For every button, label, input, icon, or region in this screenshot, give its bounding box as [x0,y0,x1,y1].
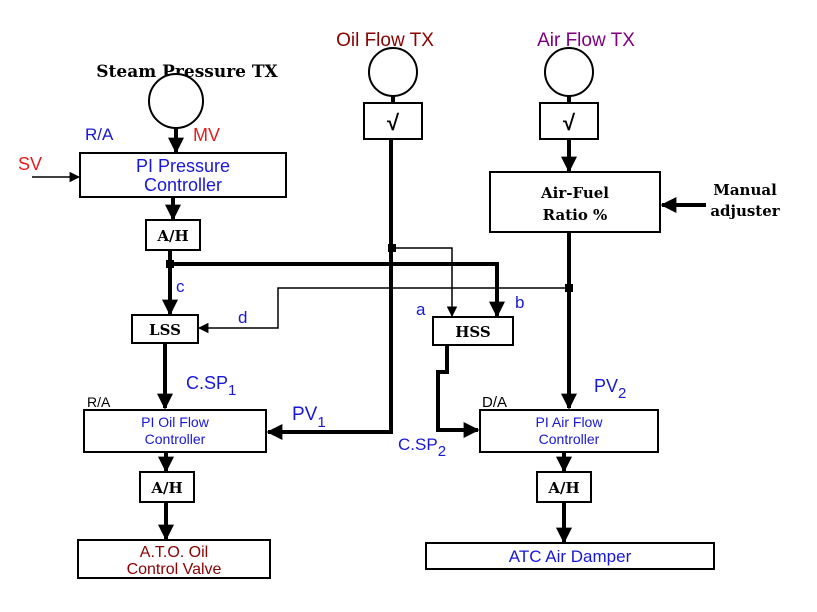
pressure-controller-line1: PI Pressure [136,156,230,176]
hss-label: HSS [455,323,491,341]
signal-d-label: d [238,308,247,327]
air-flow-transmitter [544,47,594,97]
air-damper-label: ATC Air Damper [509,547,632,566]
pv1-signal-line [266,139,393,440]
air-ah-label: A/H [547,479,579,497]
oil-valve-line1: A.T.O. Oil [140,544,208,561]
oil-flow-tx-label: Oil Flow TX [336,30,434,51]
pv2-label: PV2 [594,376,626,402]
manual-adjuster-line2: adjuster [710,202,780,220]
high-signal-selector [432,316,514,346]
oil-control-valve [77,539,271,579]
pressure-action-label: R/A [85,125,114,144]
hss-input-a-line [391,247,458,318]
pressure-ah-label: A/H [156,227,188,245]
signal-a-label: a [416,300,426,319]
ratio-line1: Air-Fuel [540,184,609,202]
ratio-line2: Ratio % [543,206,608,224]
oil-action-label: R/A [87,394,111,410]
mv-label: MV [193,125,220,145]
oil-controller-line1: PI Oil Flow [141,414,210,430]
steam-pressure-transmitter [148,73,204,129]
pressure-ah-station [145,219,201,251]
lss-label: LSS [149,321,181,339]
hss-input-b-line [170,262,505,318]
oil-flow-transmitter [368,47,418,97]
air-action-label: D/A [482,394,507,411]
air-sqrt-symbol: √ [563,110,576,135]
pi-air-flow-controller [479,409,659,453]
manual-adjuster-line1: Manual [713,181,777,199]
oil-valve-line2: Control Valve [127,561,222,578]
csp2-signal-line [436,345,480,438]
air-controller-line2: Controller [539,431,600,447]
air-ah-station [536,471,592,503]
air-controller-line1: PI Air Flow [536,414,604,430]
air-flow-tx-label: Air Flow TX [537,30,635,51]
signal-b-label: b [515,293,524,312]
pressure-controller-line2: Controller [144,175,222,195]
pv1-label: PV1 [292,404,326,431]
csp1-label: C.SP1 [186,373,236,399]
signal-c-label: c [176,277,185,296]
csp2-label: C.SP2 [398,435,446,460]
oil-ah-label: A/H [150,479,182,497]
oil-sqrt-symbol: √ [387,110,400,135]
steam-pressure-tx-label: Steam Pressure TX [96,62,278,82]
sv-label: SV [18,154,42,174]
air-fuel-ratio-block [489,171,661,233]
lss-input-d-line [197,287,569,334]
pi-oil-flow-controller [83,409,267,453]
oil-controller-line2: Controller [145,431,206,447]
